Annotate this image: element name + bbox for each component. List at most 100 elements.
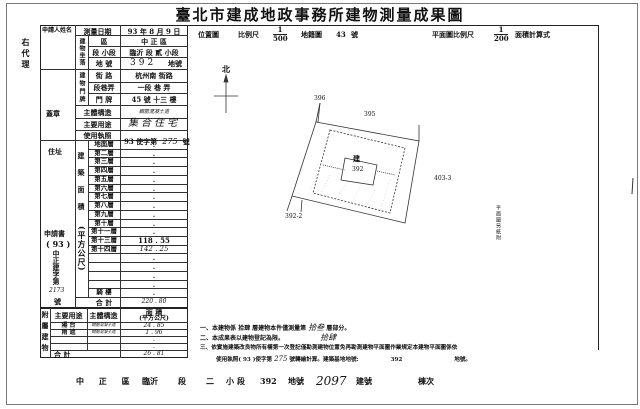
applicant-label: 申請人姓名: [42, 27, 73, 34]
application-number-label: 中正建字第: [52, 250, 61, 285]
building-outline: [312, 129, 406, 214]
note-4-handwritten: 275: [274, 355, 288, 363]
total-value: 220 . 80: [141, 298, 167, 305]
attached-use-header: 主要用途: [54, 311, 83, 320]
floor-row-divider: [88, 270, 188, 272]
application-number: 2173: [49, 287, 65, 294]
floor-label: 第十四層: [91, 244, 117, 253]
lot-suffix: 地號: [168, 59, 182, 68]
plan-scale-denominator: 200: [494, 34, 509, 43]
survey-date: 93 年 8 月 9 日: [127, 27, 181, 36]
floor-row-divider: [88, 235, 188, 237]
cadastral-number: 43: [336, 30, 346, 39]
plan-scale-fraction: 1 200: [494, 26, 509, 43]
floor-area-value: .: [152, 157, 156, 167]
structure-label: 主體構造: [83, 108, 112, 117]
attached-total-value: 26 . 81: [143, 350, 165, 357]
survey-date-label: 測量日期: [83, 27, 112, 36]
floor-label: 第八層: [94, 201, 114, 210]
attached-area-header: 面 積: [145, 308, 163, 317]
floor-area-value: .: [152, 262, 156, 272]
plan-scale-label: 平面圖比例尺: [432, 30, 474, 39]
floor-row-divider: [88, 279, 188, 281]
floor-label: 第十層: [94, 218, 114, 227]
area-calc-label: 面積計算式: [515, 30, 550, 39]
floor-area-value: .: [152, 270, 156, 280]
floor-area-value: .: [152, 253, 156, 263]
note-2-text: 二、本成果表以建物登記為限。: [200, 335, 285, 342]
scale-label: 比例尺: [238, 30, 259, 39]
floor-row-divider: [88, 174, 188, 176]
plan-note: 平面圖另紙附: [495, 205, 501, 241]
attached-row-divider: [50, 329, 188, 330]
floor-area-value: .: [152, 279, 156, 289]
attached-structure: 鋼筋混凝土造: [91, 322, 116, 327]
note-2-handwritten: 拾肆: [320, 333, 337, 342]
district-value: 中 正 區: [141, 37, 167, 46]
floor-row-divider: [88, 209, 188, 211]
building-mark: 建: [353, 154, 360, 163]
attached-structure: 鋼筋混凝土造: [91, 329, 116, 334]
area-unit-label: (平方公尺): [77, 226, 87, 272]
parcel-396-label: 396: [314, 95, 326, 102]
floor-row-divider: [88, 201, 188, 203]
application-year: ( 93 ): [46, 239, 71, 249]
attached-total-label: 合 計: [54, 350, 71, 359]
floor-label: 第二層: [94, 148, 114, 157]
floor-area-value: .: [152, 174, 156, 184]
note-4-text: 使用執照( 93 )使字第: [216, 357, 273, 363]
floor-row-divider: [88, 244, 188, 246]
permit-number: 275: [162, 137, 178, 146]
footer-building-number-label: 建號: [356, 376, 372, 386]
section-value: 臨沂 段 貳 小段: [129, 48, 179, 57]
doorplate-group-label: 建物門牌: [78, 72, 85, 104]
outer-border: [6, 3, 638, 405]
parcel-403-3-label: 403-3: [434, 175, 452, 182]
floor-area-value: .: [152, 201, 156, 211]
floor-label: 第十一層: [91, 227, 117, 236]
north-arrow-head: [223, 73, 229, 83]
attached-building-table: [40, 308, 188, 358]
floor-area-value: 142 . 25: [139, 244, 169, 253]
parcel-392-2-label: 392-2: [285, 213, 303, 220]
plan-scale-numerator: 1: [494, 26, 508, 35]
attached-row-divider: [50, 336, 188, 337]
address-label: 住址: [48, 147, 62, 156]
agent-label: 右代理: [21, 38, 31, 71]
parcel-392-label: 392: [352, 166, 364, 173]
footer-subsection-label: 小段: [226, 376, 248, 386]
attached-use: 雨 遮: [61, 329, 76, 336]
footer-unit-label: 棟次: [418, 376, 434, 386]
use-value: 集合住宅: [128, 118, 180, 129]
floor-row-divider: [88, 227, 188, 229]
parcel-392-outline: [291, 121, 420, 224]
floor-row-divider: [88, 253, 188, 255]
parcel-395-label: 395: [364, 111, 376, 118]
scale-denominator: 500: [273, 34, 288, 43]
floor-label: 騎 樓: [96, 288, 112, 297]
floor-label: 第五層: [94, 174, 114, 183]
footer-subsection: 二: [206, 376, 214, 386]
footer-lot: 392: [260, 376, 277, 386]
cadastral-label: 地籍圖: [301, 30, 322, 39]
note-4-mid: 號轉繪計算。建築基地地號:: [289, 357, 359, 363]
permit-prefix: 93 使字第: [124, 137, 158, 146]
attached-area: 1 . 96: [145, 329, 163, 336]
footer-section-label: 段: [178, 376, 186, 386]
lot-label: 地 號: [95, 59, 113, 68]
lane-label: 段巷弄: [93, 83, 115, 92]
note-2: 二、本成果表以建物登記為限。 拾肆: [200, 334, 336, 342]
note-4: 使用執照( 93 )使字第 275 號轉繪計算。建築基地地號: 392 地號。: [216, 356, 471, 364]
structure-value: 鋼筋混凝土造: [138, 109, 169, 115]
footer-building-number: 2097: [316, 374, 347, 388]
floor-area-value: .: [152, 192, 156, 202]
location-group-label: 建物坐落: [78, 38, 85, 66]
number-label: 門 牌: [95, 95, 113, 104]
attached-area: .: [153, 343, 155, 350]
scale-fraction: 1 500: [273, 26, 288, 43]
attached-row-divider: [50, 322, 188, 323]
floor-area-value: .: [152, 227, 156, 237]
footer-district: 中 正 區: [76, 376, 136, 386]
attached-group-label: 附屬建物: [41, 311, 50, 355]
